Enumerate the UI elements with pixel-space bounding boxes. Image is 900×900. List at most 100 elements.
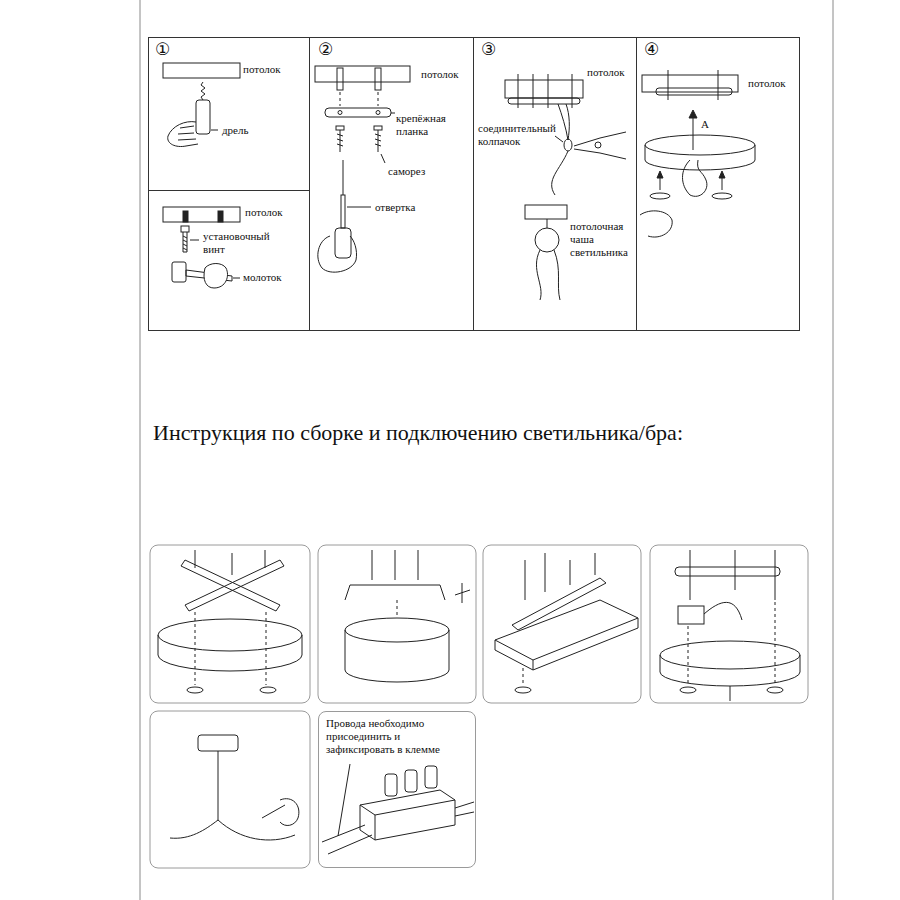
- cap-nut: [650, 193, 670, 199]
- step-panel: [150, 545, 310, 703]
- instruction-note: Провода необходимо присоединить и зафикс…: [326, 717, 466, 757]
- terminal-screw: [425, 766, 437, 788]
- part-label: дрель: [222, 124, 249, 137]
- arrow-head: [657, 171, 725, 178]
- screws: [372, 550, 418, 580]
- screws: [195, 550, 265, 575]
- part-label: потолок: [587, 66, 625, 79]
- bracket: [345, 585, 445, 600]
- screw-head: [336, 126, 344, 130]
- screw-thread: [183, 232, 187, 252]
- dowel: [183, 211, 188, 222]
- mounting-plate: [508, 98, 580, 104]
- leader-line: [391, 113, 395, 114]
- step-number: ②: [318, 39, 333, 59]
- step-panel: [318, 545, 476, 703]
- ceiling-slab: [525, 205, 567, 219]
- screwdriver: [262, 805, 285, 818]
- cap-nut: [515, 687, 531, 693]
- part-label: A: [701, 118, 709, 131]
- step-panel: [483, 545, 641, 703]
- leader-line: [381, 154, 385, 163]
- screws: [668, 70, 718, 100]
- guide-line: [523, 668, 524, 686]
- screws: [690, 550, 775, 600]
- leader-line: [233, 278, 240, 279]
- step-panel: [650, 545, 808, 703]
- part-label: молоток: [243, 271, 282, 284]
- pliers: [574, 132, 626, 159]
- step-number: ①: [155, 39, 170, 59]
- hook-ring: [535, 228, 559, 252]
- dowel: [375, 68, 381, 90]
- hand: [318, 236, 357, 272]
- terminal-block: [678, 606, 704, 624]
- hand: [204, 264, 227, 289]
- screw: [337, 130, 343, 152]
- hand-fingers: [178, 126, 196, 140]
- cap-nut: [260, 687, 276, 693]
- leader-line: [190, 240, 199, 241]
- guide-line: [195, 612, 266, 685]
- arrow-head: [689, 110, 697, 118]
- screw-head: [374, 126, 382, 130]
- lamp-disc: [660, 641, 800, 669]
- part-label: саморез: [388, 165, 425, 178]
- wire-loop: [683, 160, 707, 196]
- lamp-panel: [495, 618, 638, 670]
- wire: [170, 820, 295, 840]
- lamp-ring: [645, 145, 755, 170]
- hand: [168, 122, 198, 147]
- page-margin: [833, 0, 834, 900]
- hook-stem: [547, 219, 548, 228]
- screw: [375, 130, 381, 152]
- page-margin: [140, 0, 141, 900]
- cross-bar: [185, 560, 284, 611]
- wire: [704, 602, 742, 620]
- part-label: соединительный колпачок: [478, 122, 558, 148]
- leader-line: [338, 764, 350, 836]
- step-panel: [150, 711, 310, 868]
- screw-head: [181, 226, 189, 232]
- dowel: [218, 211, 223, 222]
- terminal-block: [360, 800, 455, 840]
- lamp-stem: [730, 686, 731, 701]
- screwdriver-tip: [343, 160, 344, 195]
- ceiling-slab: [505, 80, 583, 98]
- step-panel: ④потолокA: [636, 37, 800, 331]
- mounting-plate: [325, 108, 391, 117]
- terminal-screw: [385, 774, 397, 796]
- lamp-disc: [660, 655, 800, 686]
- hammer-head: [172, 262, 186, 282]
- ceiling-slab: [315, 66, 410, 82]
- direction-arrow: [660, 174, 722, 190]
- ceiling-slab: [163, 207, 240, 222]
- screws: [518, 74, 572, 108]
- hand: [640, 211, 672, 237]
- lamp-cylinder: [345, 618, 449, 642]
- step-panel: потолок установочный винт молоток: [148, 190, 310, 331]
- guide-line: [688, 602, 775, 686]
- screw: [455, 583, 470, 603]
- terminal-screw: [405, 770, 417, 792]
- terminal-block: [360, 790, 455, 815]
- part-label: установочный винт: [203, 230, 287, 256]
- plate-hole: [338, 111, 342, 115]
- part-label: потолок: [421, 68, 459, 81]
- leader-line: [555, 136, 563, 142]
- drill-bit: [201, 82, 205, 100]
- part-label: потолок: [748, 77, 786, 90]
- lamp-disc: [158, 619, 302, 651]
- wire: [558, 104, 569, 140]
- suspension-cord: [218, 751, 219, 820]
- cap-nut: [712, 193, 732, 199]
- step-number: ③: [481, 39, 496, 59]
- cap-nut: [187, 687, 203, 693]
- step-panel: ②потолоккрепёжная планкасаморезотвертка: [309, 37, 474, 331]
- part-label: потолок: [245, 206, 283, 219]
- hand: [280, 799, 299, 826]
- mounting-plate: [512, 578, 606, 630]
- part-label: крепёжная планка: [396, 112, 470, 138]
